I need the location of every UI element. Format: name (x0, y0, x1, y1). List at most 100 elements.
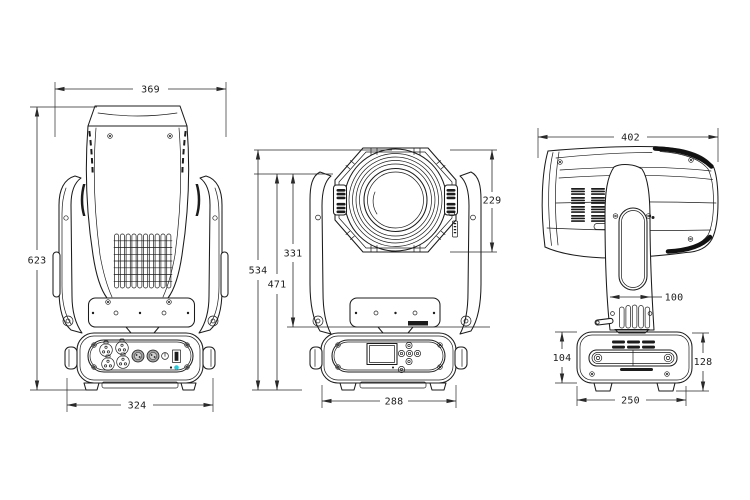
front-yoke-left-arm (309, 171, 332, 335)
dim-label-front-head-height: 229 (483, 196, 502, 207)
dim-front-head-height: 229 (483, 149, 502, 253)
head-screw (687, 236, 694, 242)
side-vent-louvers (571, 188, 605, 222)
base-heatsink-slots (612, 340, 655, 349)
rear-cap-accent-bottom (665, 234, 713, 254)
rear-connector-panel (87, 339, 194, 373)
base-foot (83, 382, 100, 391)
dim-front-yoke-above-base: 331 (284, 173, 303, 328)
display-screen (366, 342, 398, 369)
bezel-ticks (345, 148, 446, 252)
xlr-connector-3[interactable] (101, 354, 115, 371)
menu-button-right[interactable] (413, 349, 422, 358)
dim-label-front-base-width: 288 (385, 397, 404, 408)
dim-label-front-overall-height: 534 (249, 266, 268, 277)
side-yoke-arm (594, 164, 655, 334)
dim-side-base-body-height: 104 (553, 331, 572, 384)
head-handle-right (220, 251, 229, 298)
head-screw (557, 159, 563, 165)
control-panel (331, 339, 446, 373)
head-screw (167, 133, 173, 139)
omega-bracket-rail (101, 381, 179, 389)
product-label (408, 321, 428, 326)
side-base (576, 331, 693, 392)
base-slot (620, 368, 653, 371)
dim-side-arm-width: 100 (609, 293, 684, 304)
dim-label-back-base-width: 324 (128, 401, 147, 412)
base-handle-left[interactable] (309, 346, 323, 370)
menu-button-left[interactable] (397, 349, 406, 358)
head-screw (105, 299, 111, 305)
dim-label-side-base-body-height: 104 (553, 353, 572, 364)
indicator-dot (169, 366, 173, 369)
dim-back-overall-height: 623 (28, 106, 97, 391)
front-view: 534 471 331 229 288 (249, 147, 502, 408)
dim-front-base-width: 288 (321, 397, 457, 408)
head-screw (688, 157, 694, 163)
dim-label-side-base-depth: 250 (621, 396, 640, 407)
head-side-trim-dashes (88, 130, 187, 173)
trunnion-grip-left (336, 189, 346, 214)
back-view: 369 623 324 (28, 82, 229, 412)
lens-rings (343, 148, 448, 252)
yoke-crossbar (87, 297, 196, 328)
dim-side-base-total-height: 128 (694, 332, 713, 392)
base-foot (339, 382, 357, 391)
dim-front-yoke-height: 471 (268, 173, 287, 391)
menu-button-down[interactable] (405, 357, 413, 366)
arm-screw (610, 311, 615, 316)
base-foot (180, 382, 197, 391)
dim-label-side-base-total-height: 128 (694, 357, 713, 368)
menu-button-enter[interactable] (405, 349, 414, 358)
xlr-connector-4[interactable] (116, 352, 130, 369)
dim-label-back-head-width: 369 (141, 85, 160, 96)
front-yoke-right-arm (448, 171, 482, 335)
front-head-crossbar (349, 297, 441, 334)
vent-group (591, 188, 605, 222)
front-head (332, 147, 459, 253)
dim-label-side-head-depth: 402 (621, 133, 640, 144)
power-connector-in[interactable] (131, 349, 145, 363)
back-yoke-right-arm (195, 175, 229, 334)
yoke-stem (125, 326, 160, 334)
base-handle-left[interactable] (64, 346, 78, 370)
head-bezel (334, 147, 457, 253)
menu-button-up[interactable] (405, 341, 413, 350)
dim-label-back-overall-height: 623 (28, 256, 47, 267)
xlr-connector-1[interactable] (99, 340, 113, 357)
dim-label-front-yoke-above-base: 331 (284, 249, 303, 260)
dim-side-head-depth: 402 (537, 133, 719, 144)
fuse-button[interactable] (161, 352, 169, 360)
power-connector-out[interactable] (146, 349, 160, 363)
dim-back-base-width: 324 (66, 378, 214, 412)
base-screw (664, 371, 670, 377)
arm-knob (448, 210, 455, 216)
dim-back-head-width: 369 (54, 82, 227, 137)
crossbar-screws (91, 310, 190, 316)
base-screw (589, 371, 595, 377)
yoke-stem (377, 326, 414, 334)
base-foot (593, 382, 613, 392)
back-yoke-left-arm (52, 175, 86, 334)
lens (363, 167, 428, 233)
side-view: 402 100 104 128 250 (537, 128, 719, 407)
dim-side-base-depth: 250 (576, 396, 687, 407)
dim-label-front-yoke-height: 471 (268, 280, 287, 291)
base-handle-right[interactable] (454, 346, 468, 370)
arm-vent-ribs (619, 304, 651, 329)
dim-label-side-arm-width: 100 (665, 293, 684, 304)
power-switch[interactable] (172, 349, 181, 363)
back-head (85, 105, 196, 334)
base-foot (429, 382, 447, 391)
head-screw (166, 299, 172, 305)
dim-front-overall-height: 534 (249, 149, 268, 391)
tilt-lock-lever[interactable] (594, 317, 614, 326)
base-side-handle[interactable] (588, 349, 678, 367)
xlr-connector-2[interactable] (115, 338, 129, 355)
front-base (309, 332, 468, 391)
arm-label-sticker (452, 220, 458, 238)
head-screw (107, 133, 113, 139)
base-handle-right[interactable] (202, 346, 216, 370)
